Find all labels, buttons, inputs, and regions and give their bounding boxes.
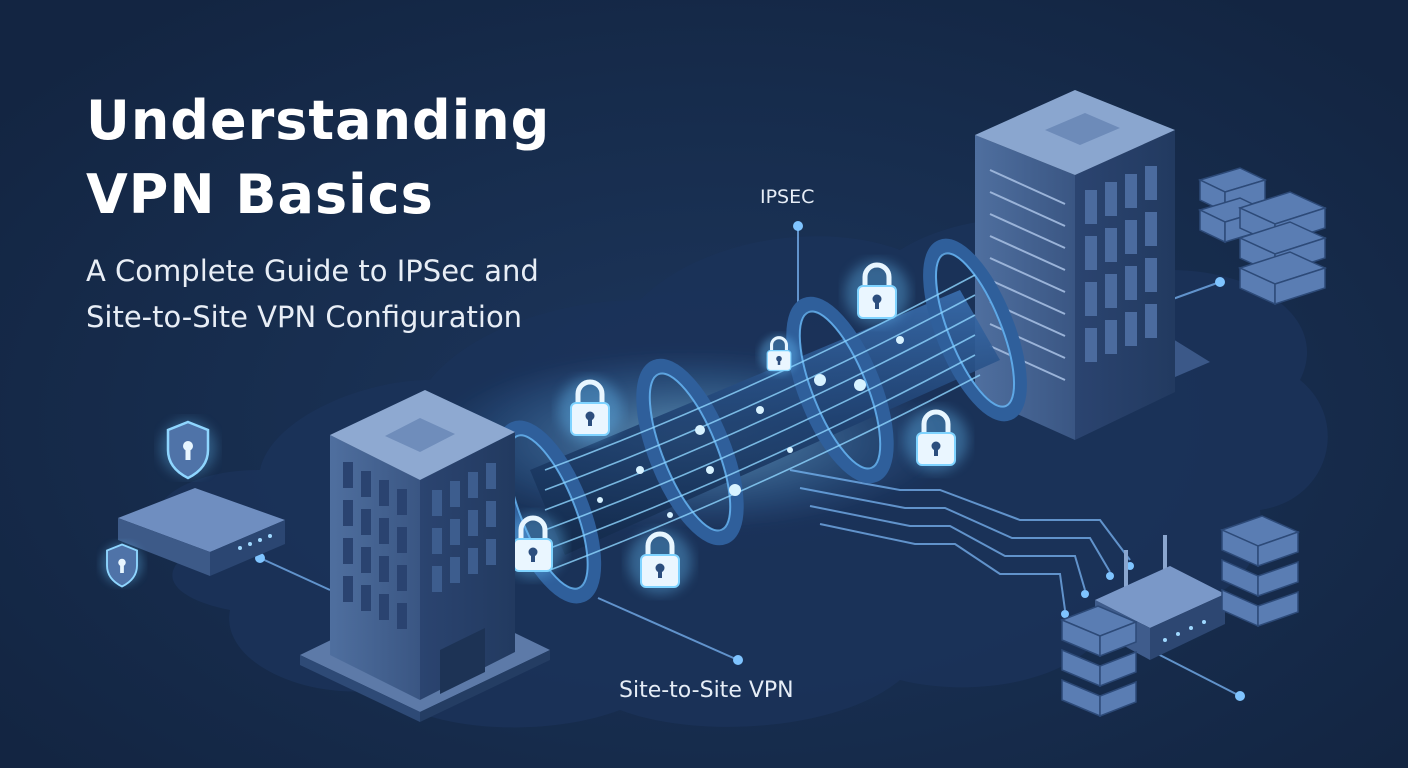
subtitle-line-1: A Complete Guide to IPSec and [86,254,539,288]
firewall-router-icon [118,488,285,576]
site-to-site-callout-label: Site-to-Site VPN [619,678,794,703]
padlock-icon [501,514,565,578]
padlock-icon [558,378,622,442]
left-building-icon [300,390,550,722]
data-particles [597,336,904,518]
server-rack-icon-bottom-right [1060,515,1301,718]
title-line-2: VPN Basics [86,163,434,226]
connection-dots [255,221,1245,701]
padlock-icon [904,408,968,472]
padlock-icons [501,261,968,594]
shield-icon [101,543,143,588]
page-title: Understanding VPN Basics [86,84,550,232]
padlock-icon [845,261,909,325]
padlock-icon [628,530,692,594]
connection-lines [259,228,1241,697]
subtitle-line-2: Site-to-Site VPN Configuration [86,300,523,334]
data-streams [544,274,981,571]
padlock-icon [759,335,799,375]
shield-icon [160,420,216,480]
title-line-1: Understanding [86,89,551,152]
vpn-tunnel [430,238,1027,604]
right-building-icon [975,90,1210,440]
ipsec-callout-label: IPSEC [760,186,815,208]
page-subtitle: A Complete Guide to IPSec and Site-to-Si… [86,248,539,340]
server-rack-icon-top-right [1197,167,1328,306]
